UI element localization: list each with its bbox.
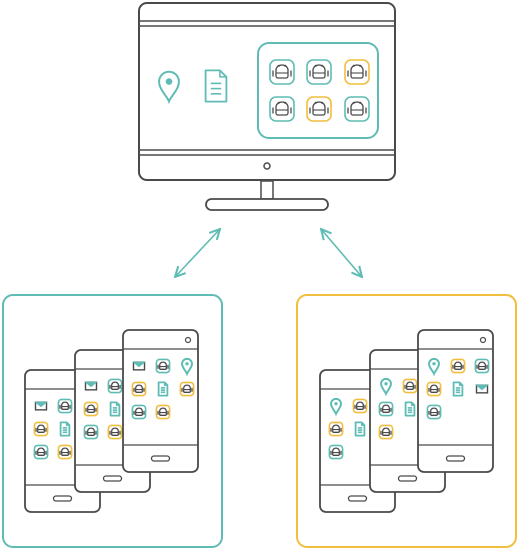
app-yellow-icon [179, 381, 195, 397]
location-pin-icon [158, 70, 180, 105]
sync-arrows [175, 229, 362, 277]
app-teal-icon [107, 378, 123, 394]
document-icon [404, 401, 416, 417]
home-button [52, 495, 73, 502]
power-button-icon [263, 162, 271, 170]
document-icon [109, 401, 121, 417]
phone-body [122, 329, 199, 473]
app-yellow-icon [426, 381, 442, 397]
device-group-frame [296, 294, 517, 548]
home-button [397, 475, 418, 482]
app-yellow-icon [57, 444, 73, 460]
mail-icon [132, 361, 146, 371]
location-pin-icon [428, 357, 440, 377]
app-yellow-icon [328, 421, 344, 437]
mail-icon [34, 401, 48, 411]
phone-body [417, 329, 494, 473]
app-teal-icon [155, 358, 171, 374]
app-yellow-icon [83, 401, 99, 417]
device-group-frame [2, 294, 223, 548]
document-icon [204, 69, 228, 103]
app-yellow-icon [155, 404, 171, 420]
home-button [150, 455, 171, 462]
location-pin-icon [380, 377, 392, 397]
app-teal-icon [269, 59, 295, 85]
app-yellow-icon [378, 424, 394, 440]
app-teal-icon [426, 404, 442, 420]
app-yellow-icon [402, 378, 418, 394]
bidirectional-arrow-left [175, 229, 220, 277]
monitor-neck [260, 180, 274, 200]
app-teal-icon [306, 59, 332, 85]
app-teal-icon [33, 444, 49, 460]
bidirectional-arrow-right [321, 229, 362, 277]
monitor-stand-base [205, 198, 329, 211]
device-groups [2, 294, 517, 548]
home-button [102, 475, 123, 482]
app-yellow-icon [450, 358, 466, 374]
mail-icon [475, 384, 489, 394]
home-button [347, 495, 368, 502]
camera-icon [184, 336, 192, 344]
home-button [445, 455, 466, 462]
app-teal-icon [378, 401, 394, 417]
yellow-device-group [296, 294, 517, 548]
app-yellow-icon [306, 96, 332, 122]
camera-icon [479, 336, 487, 344]
document-icon [452, 381, 464, 397]
location-pin-icon [181, 357, 193, 377]
app-yellow-icon [352, 398, 368, 414]
app-yellow-icon [344, 59, 370, 85]
app-yellow-icon [131, 381, 147, 397]
document-icon [59, 421, 71, 437]
document-icon [354, 421, 366, 437]
mail-icon [84, 381, 98, 391]
app-grid-panel [257, 42, 379, 139]
location-pin-icon [330, 397, 342, 417]
app-yellow-icon [107, 424, 123, 440]
phone [417, 329, 494, 473]
app-teal-icon [474, 358, 490, 374]
phone [122, 329, 199, 473]
app-teal-icon [131, 404, 147, 420]
desktop-monitor [138, 2, 396, 211]
app-yellow-icon [33, 421, 49, 437]
app-teal-icon [328, 444, 344, 460]
teal-device-group [2, 294, 223, 548]
app-teal-icon [269, 96, 295, 122]
document-icon [157, 381, 169, 397]
app-teal-icon [83, 424, 99, 440]
monitor-frame [138, 2, 396, 181]
app-teal-icon [57, 398, 73, 414]
app-teal-icon [344, 96, 370, 122]
